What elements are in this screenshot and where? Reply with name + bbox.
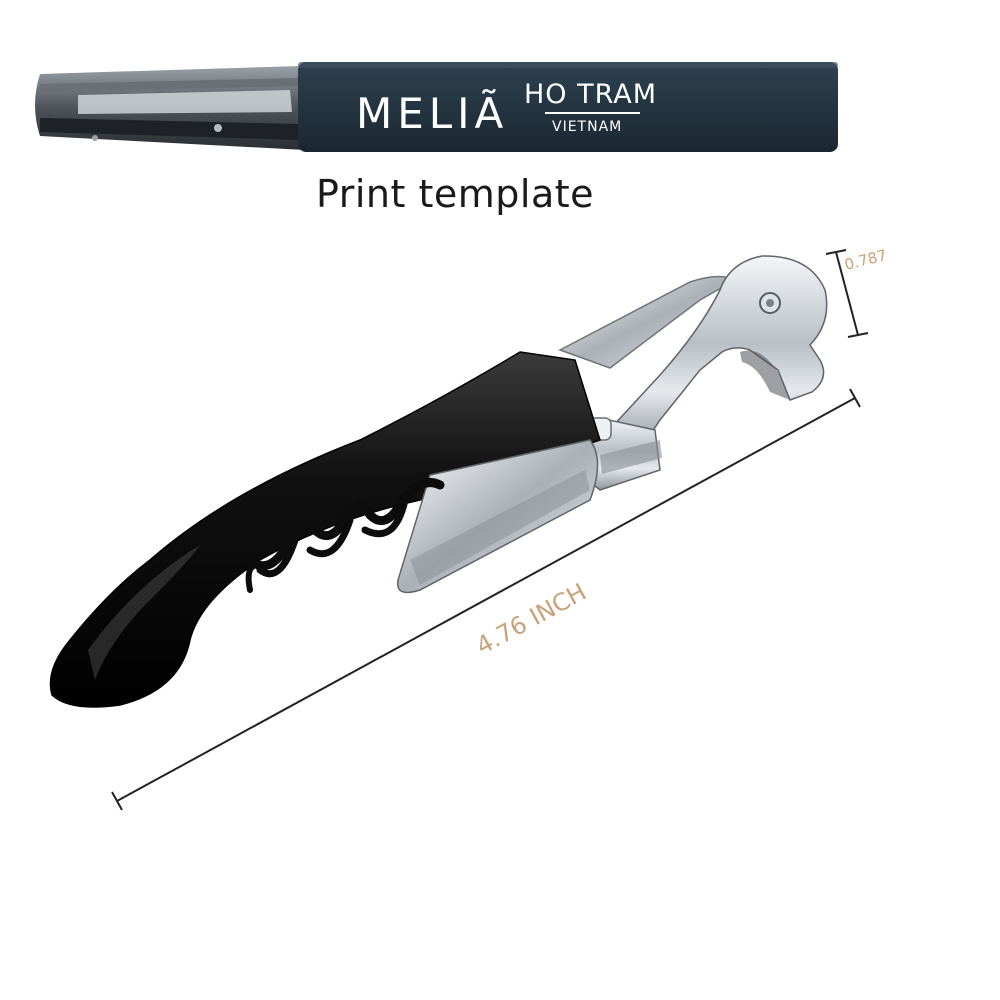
dimension-width: 0.787 [825, 246, 889, 338]
handle [49, 351, 601, 708]
print-template-caption: Print template [315, 172, 595, 216]
template-country: VIETNAM [552, 119, 622, 135]
blade [558, 275, 737, 369]
corkscrew-spiral [245, 478, 445, 593]
template-brand: MELIÃ [356, 88, 508, 138]
template-location: HO TRAM [524, 79, 657, 110]
template-handle [298, 62, 838, 152]
print-template: MELIÃ HO TRAM VIETNAM [35, 62, 838, 152]
width-label: 0.787 [843, 246, 889, 274]
corkscrew [49, 255, 828, 708]
length-label: 4.76 INCH [471, 578, 591, 660]
